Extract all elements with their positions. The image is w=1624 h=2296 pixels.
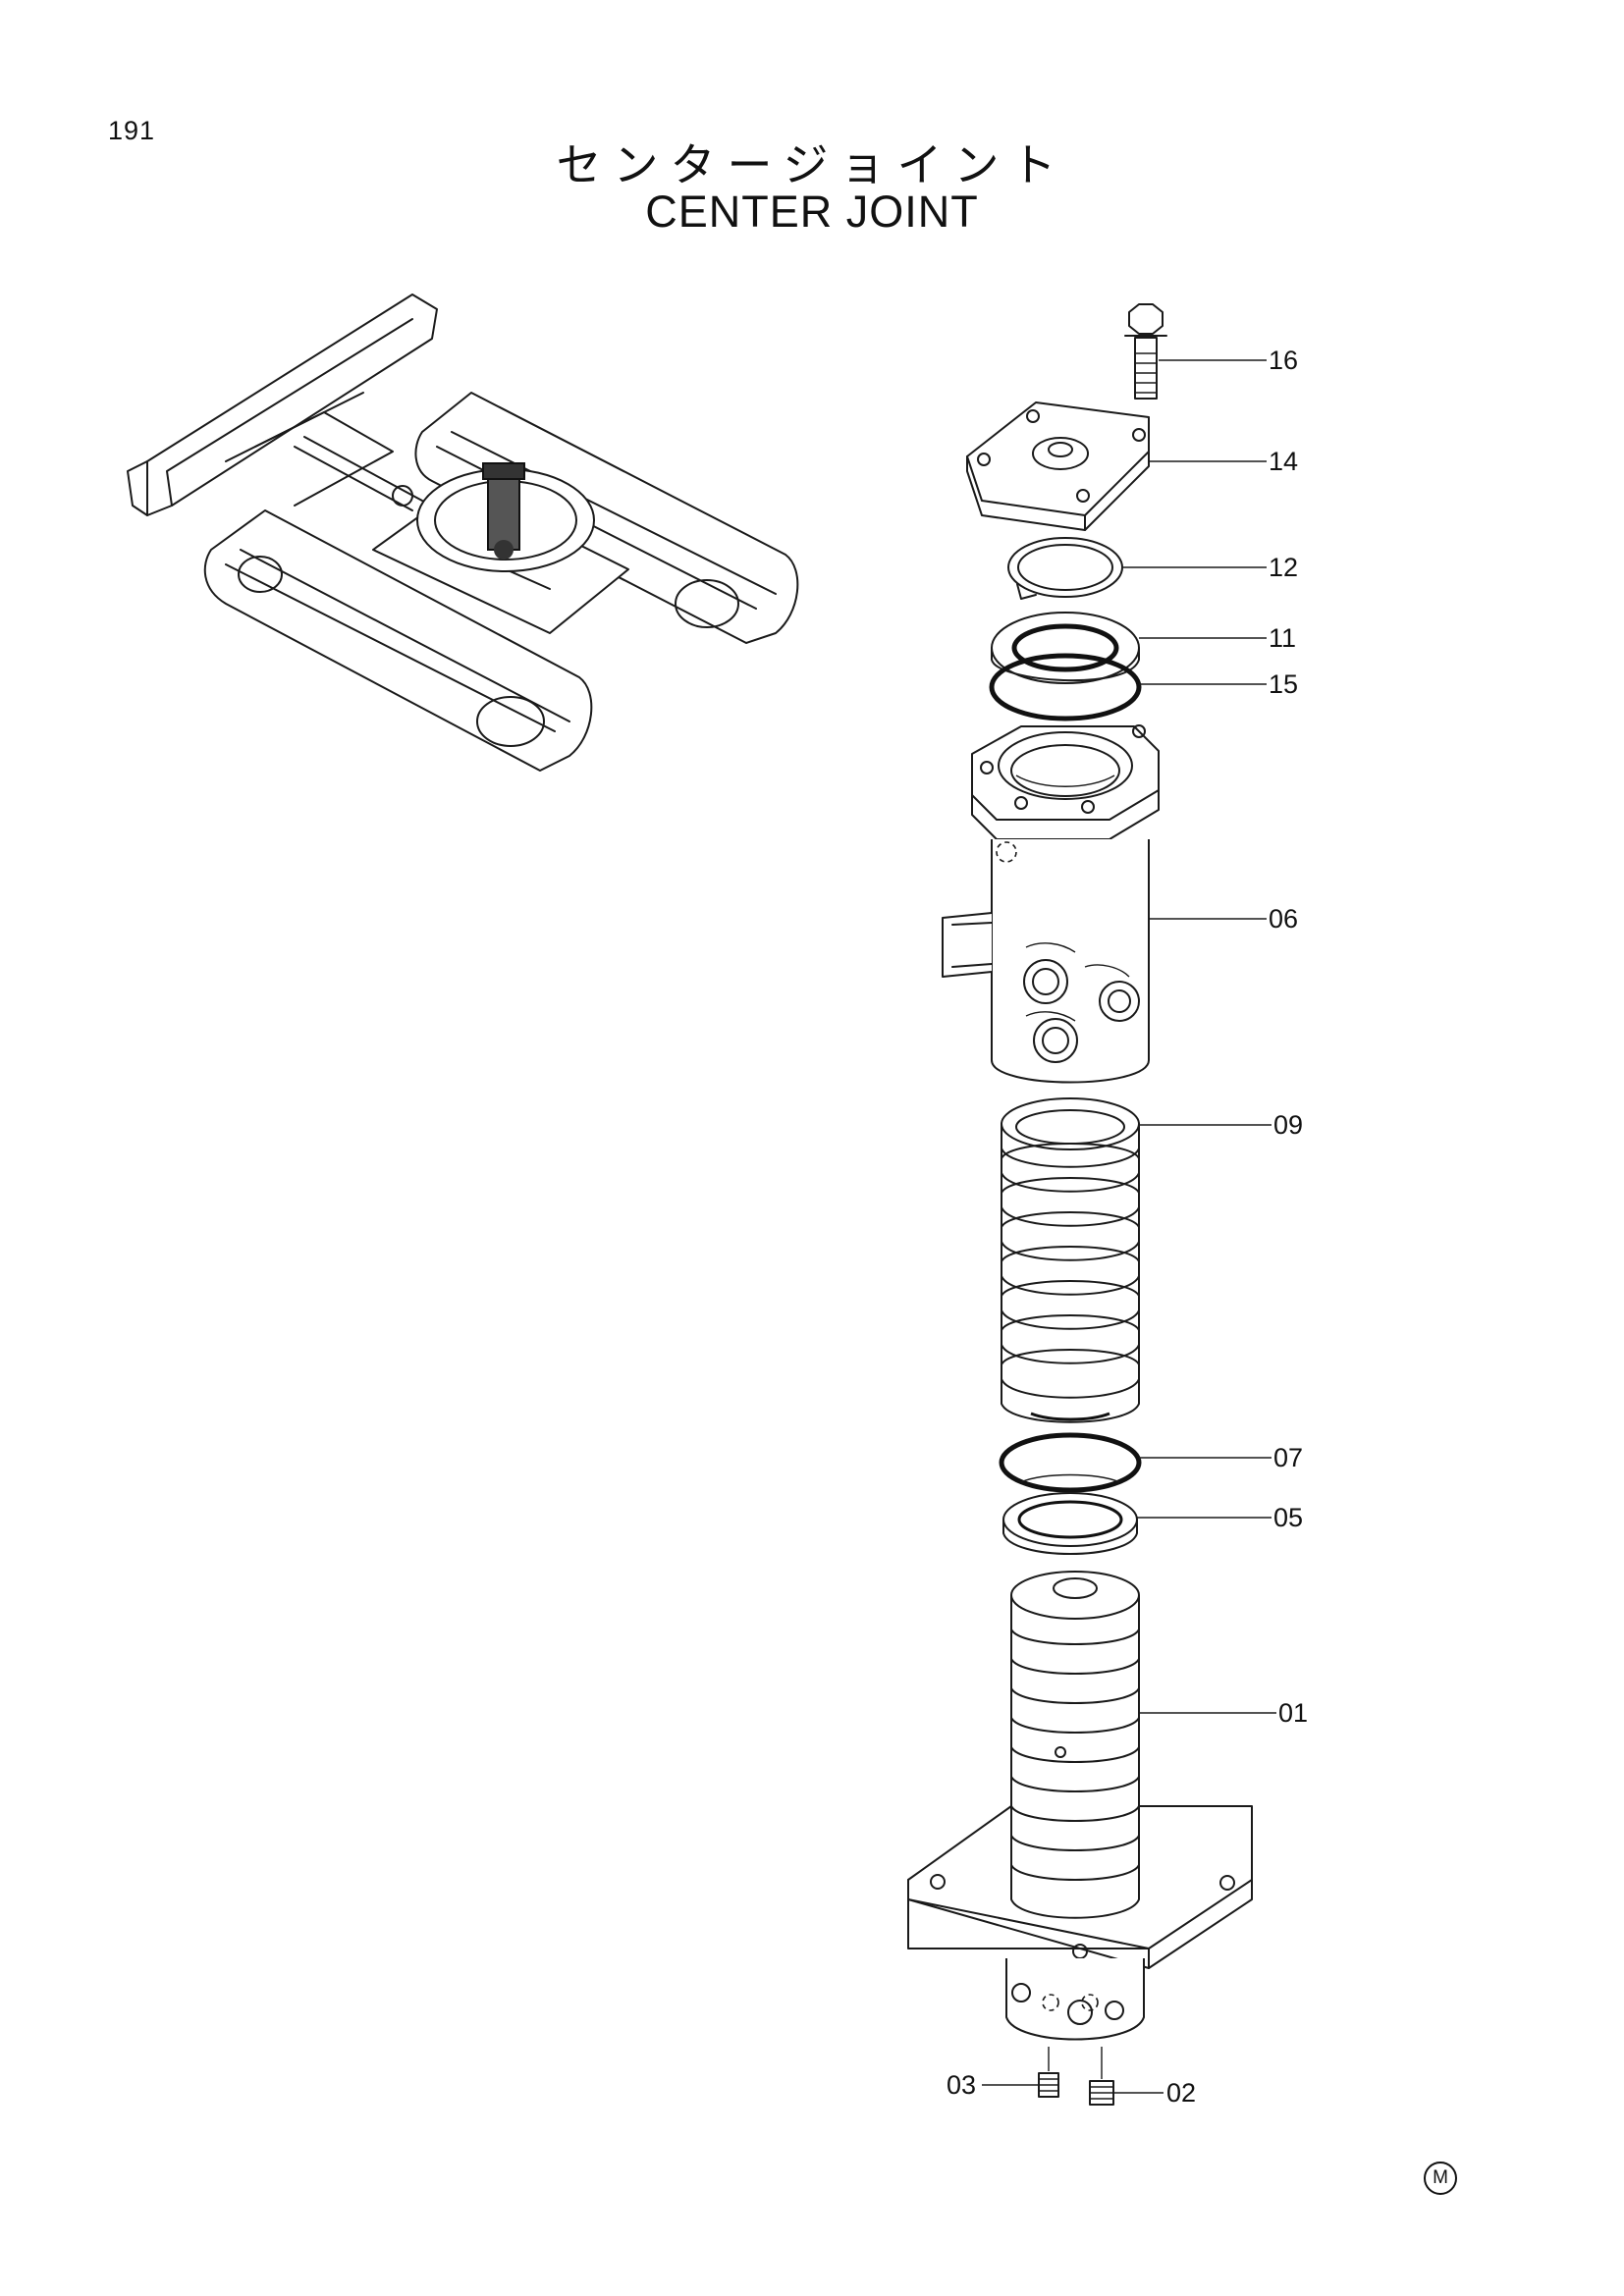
callout-07: 07 [1273, 1443, 1304, 1472]
excavator-undercarriage-locator-view [127, 294, 799, 772]
callout-16: 16 [1269, 346, 1299, 375]
callout-02: 02 [1166, 2078, 1197, 2108]
part-06-body [942, 724, 1160, 1084]
part-14-cover-plate [966, 401, 1150, 531]
callout-03: 03 [947, 2070, 977, 2100]
part-11-plate [991, 612, 1140, 684]
callout-14: 14 [1269, 447, 1299, 476]
callout-05: 05 [1273, 1503, 1304, 1532]
part-07-o-ring [999, 1432, 1142, 1493]
part-12-snap-ring [1007, 537, 1123, 600]
part-16-bolt [1124, 303, 1167, 400]
callout-15: 15 [1269, 669, 1299, 699]
page-title-japanese: センタージョイント [556, 138, 1068, 191]
corner-m-mark: M [1424, 2162, 1457, 2195]
page-title-english: CENTER JOINT [645, 187, 979, 237]
callout-09: 09 [1273, 1110, 1304, 1140]
callout-12: 12 [1269, 553, 1299, 582]
part-15-o-ring [989, 653, 1142, 721]
part-05-seal [1002, 1473, 1138, 1555]
part-03-plug [1038, 2047, 1059, 2098]
part-09-seal-rings [1001, 1097, 1140, 1423]
callout-01: 01 [1278, 1698, 1309, 1728]
part-01-shaft [907, 1571, 1253, 2041]
part-02-plug [1089, 2047, 1114, 2106]
callout-11: 11 [1269, 623, 1297, 653]
callout-leader-lines [982, 359, 1276, 2094]
page-number: 191 [108, 116, 156, 145]
callout-06: 06 [1269, 904, 1299, 934]
